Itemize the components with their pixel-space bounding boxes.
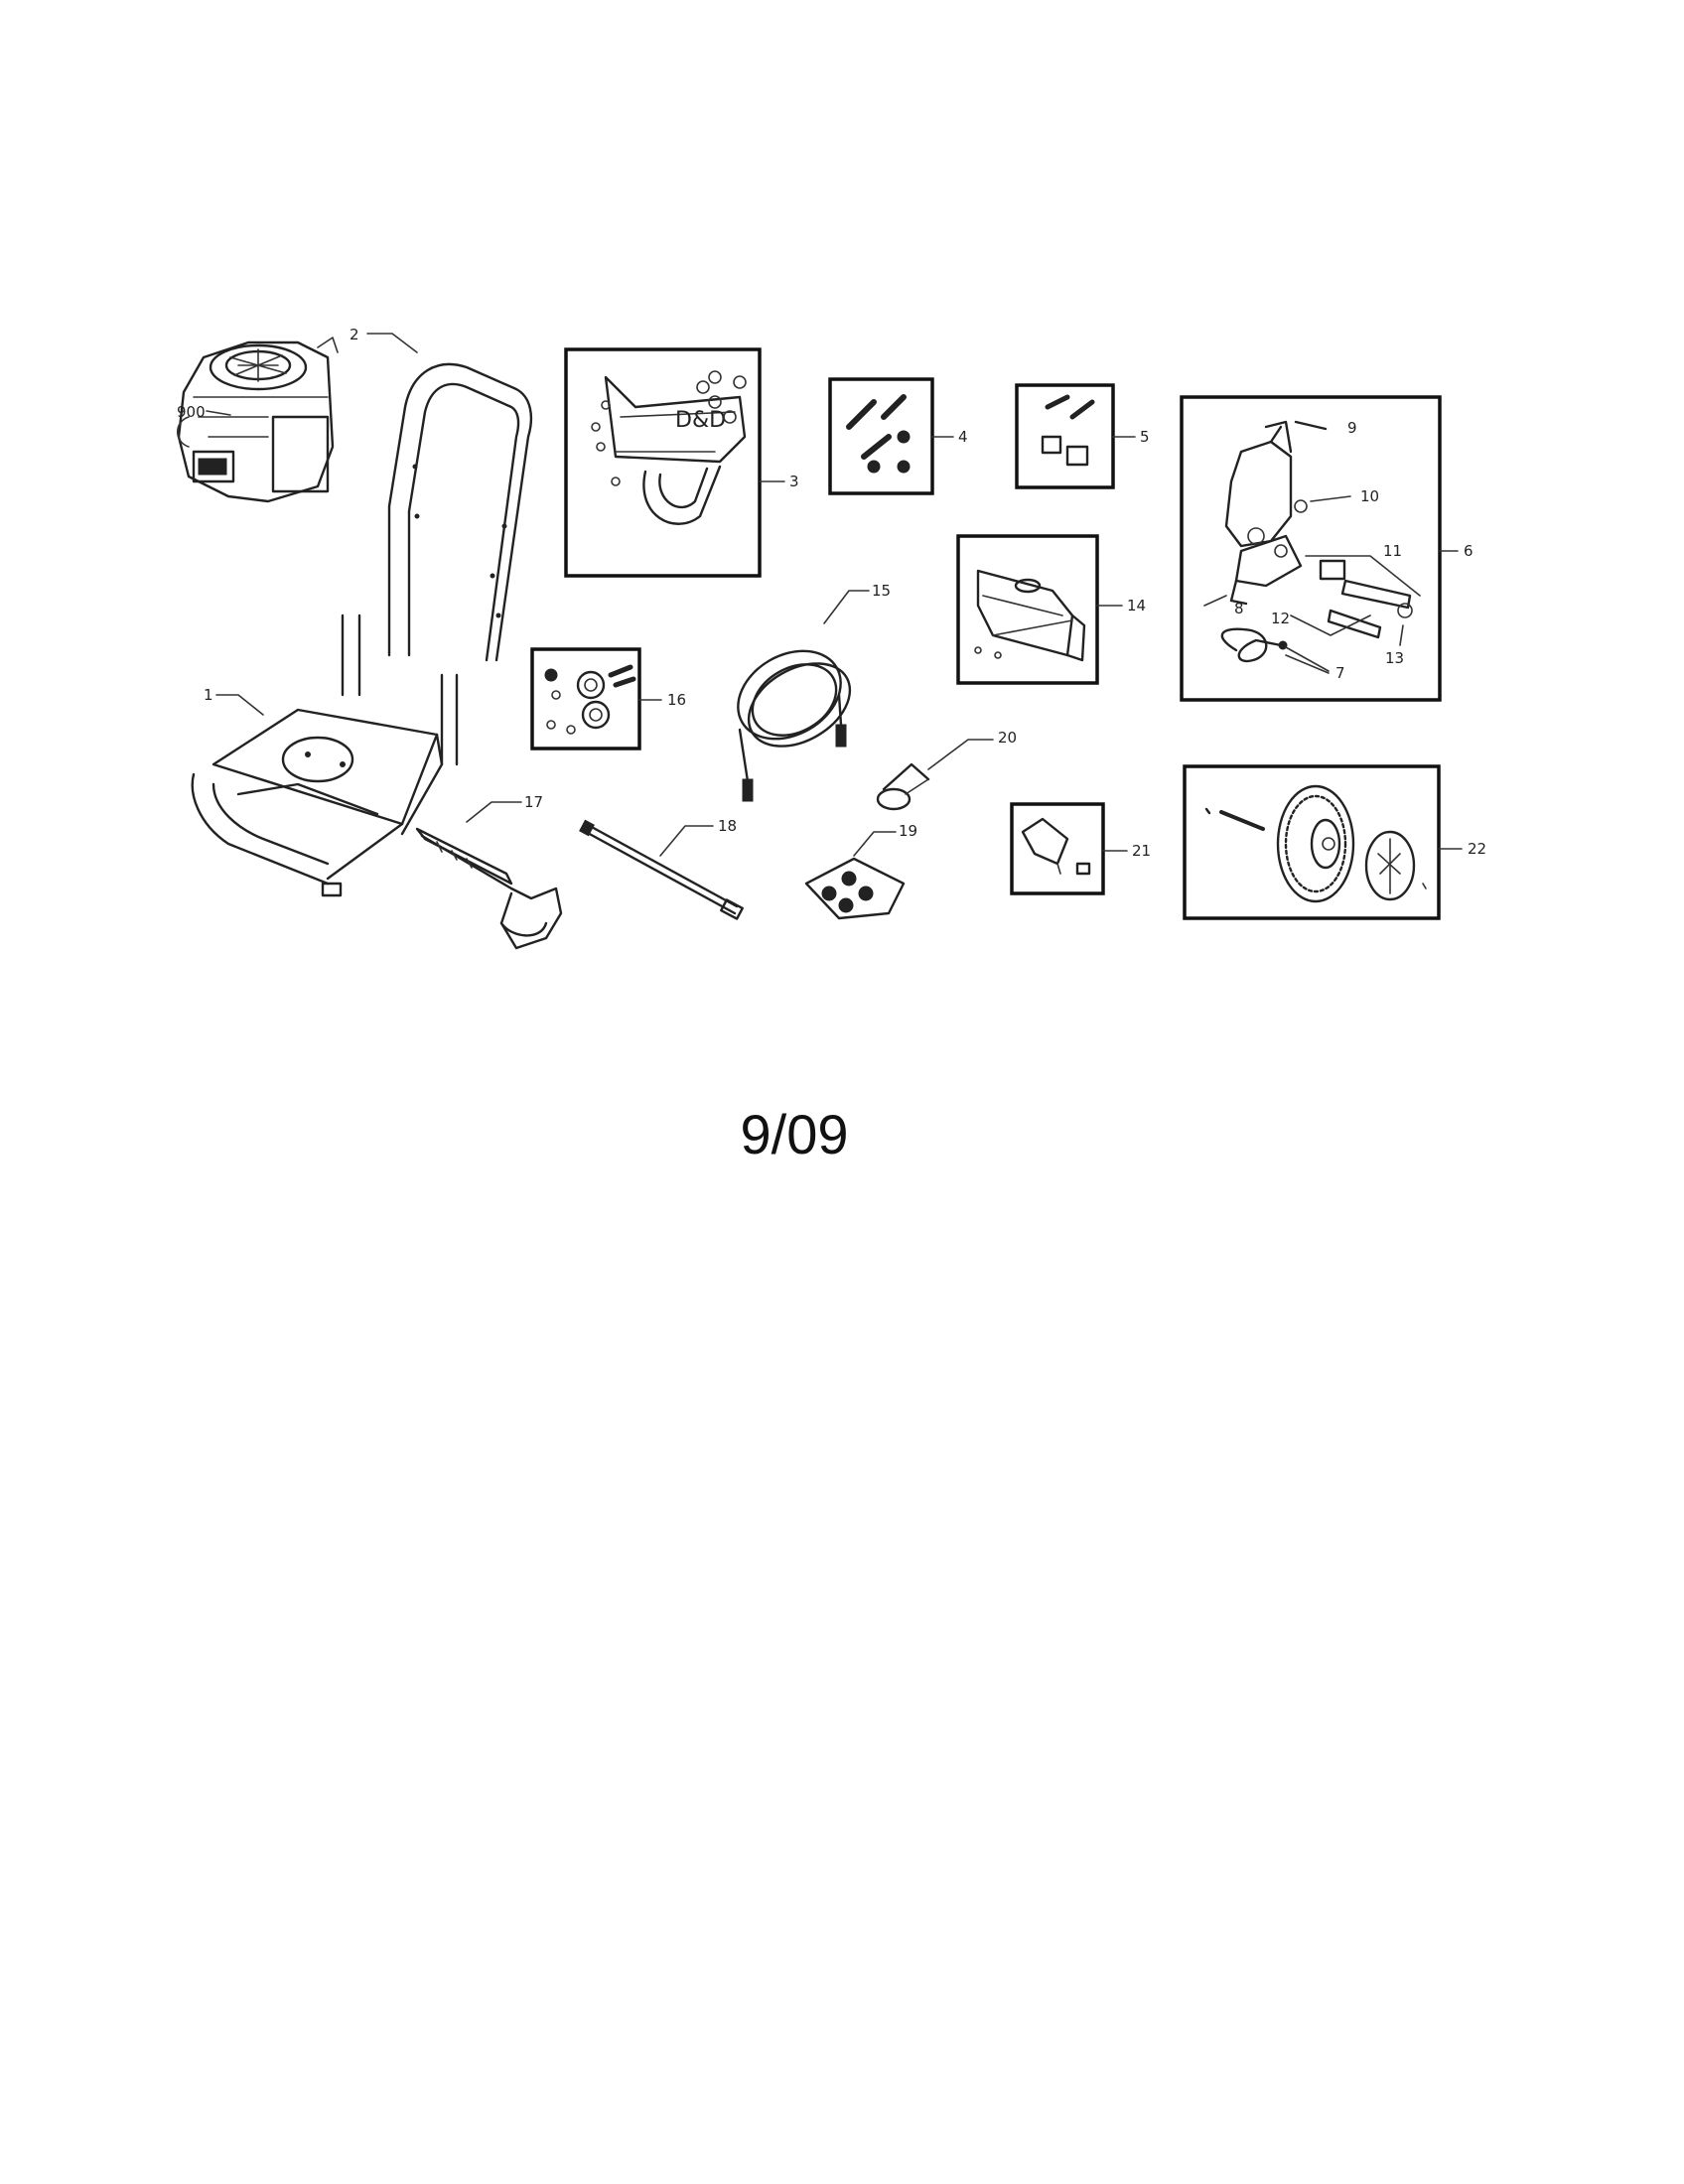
hose: 15 <box>737 582 891 802</box>
label-8: 8 <box>1234 600 1244 617</box>
label-2: 2 <box>350 326 359 343</box>
part-box-21: 21 <box>1010 802 1151 895</box>
label-15: 15 <box>872 582 891 600</box>
label-12: 12 <box>1271 610 1290 627</box>
part-box-6: 9 10 11 8 12 13 7 6 <box>1180 395 1474 702</box>
label-4: 4 <box>958 428 968 446</box>
part-box-4: 4 <box>828 377 968 495</box>
engine: 900 <box>176 337 339 503</box>
label-900: 900 <box>177 403 206 421</box>
revision-date: 9/09 <box>740 1103 849 1165</box>
label-16: 16 <box>667 691 686 709</box>
label-11: 11 <box>1383 542 1402 560</box>
part-box-5: 5 <box>1015 383 1150 489</box>
label-7: 7 <box>1335 664 1345 682</box>
part-box-22: 22 <box>1183 764 1486 920</box>
handle: 2 <box>350 326 532 662</box>
label-13: 13 <box>1385 649 1404 667</box>
frame: 1 <box>191 614 459 897</box>
part-box-3: D&D 3 <box>564 347 799 578</box>
label-3: 3 <box>789 473 799 490</box>
decal-text: D&D <box>675 408 726 433</box>
label-21: 21 <box>1132 842 1151 860</box>
label-19: 19 <box>899 822 917 840</box>
label-20: 20 <box>998 729 1017 747</box>
label-9: 9 <box>1347 419 1357 437</box>
label-14: 14 <box>1127 597 1146 614</box>
filter: 20 <box>876 729 1017 811</box>
label-1: 1 <box>204 686 213 704</box>
label-10: 10 <box>1360 487 1379 505</box>
label-18: 18 <box>718 817 737 835</box>
spray-gun: 17 <box>415 793 563 950</box>
label-5: 5 <box>1140 428 1150 446</box>
label-22: 22 <box>1468 840 1486 858</box>
label-6: 6 <box>1464 542 1474 560</box>
wand: 18 <box>579 817 744 920</box>
part-box-14: 14 <box>956 534 1146 685</box>
nozzles: 19 <box>804 822 917 920</box>
label-17: 17 <box>524 793 543 811</box>
part-box-16: 16 <box>530 647 686 751</box>
